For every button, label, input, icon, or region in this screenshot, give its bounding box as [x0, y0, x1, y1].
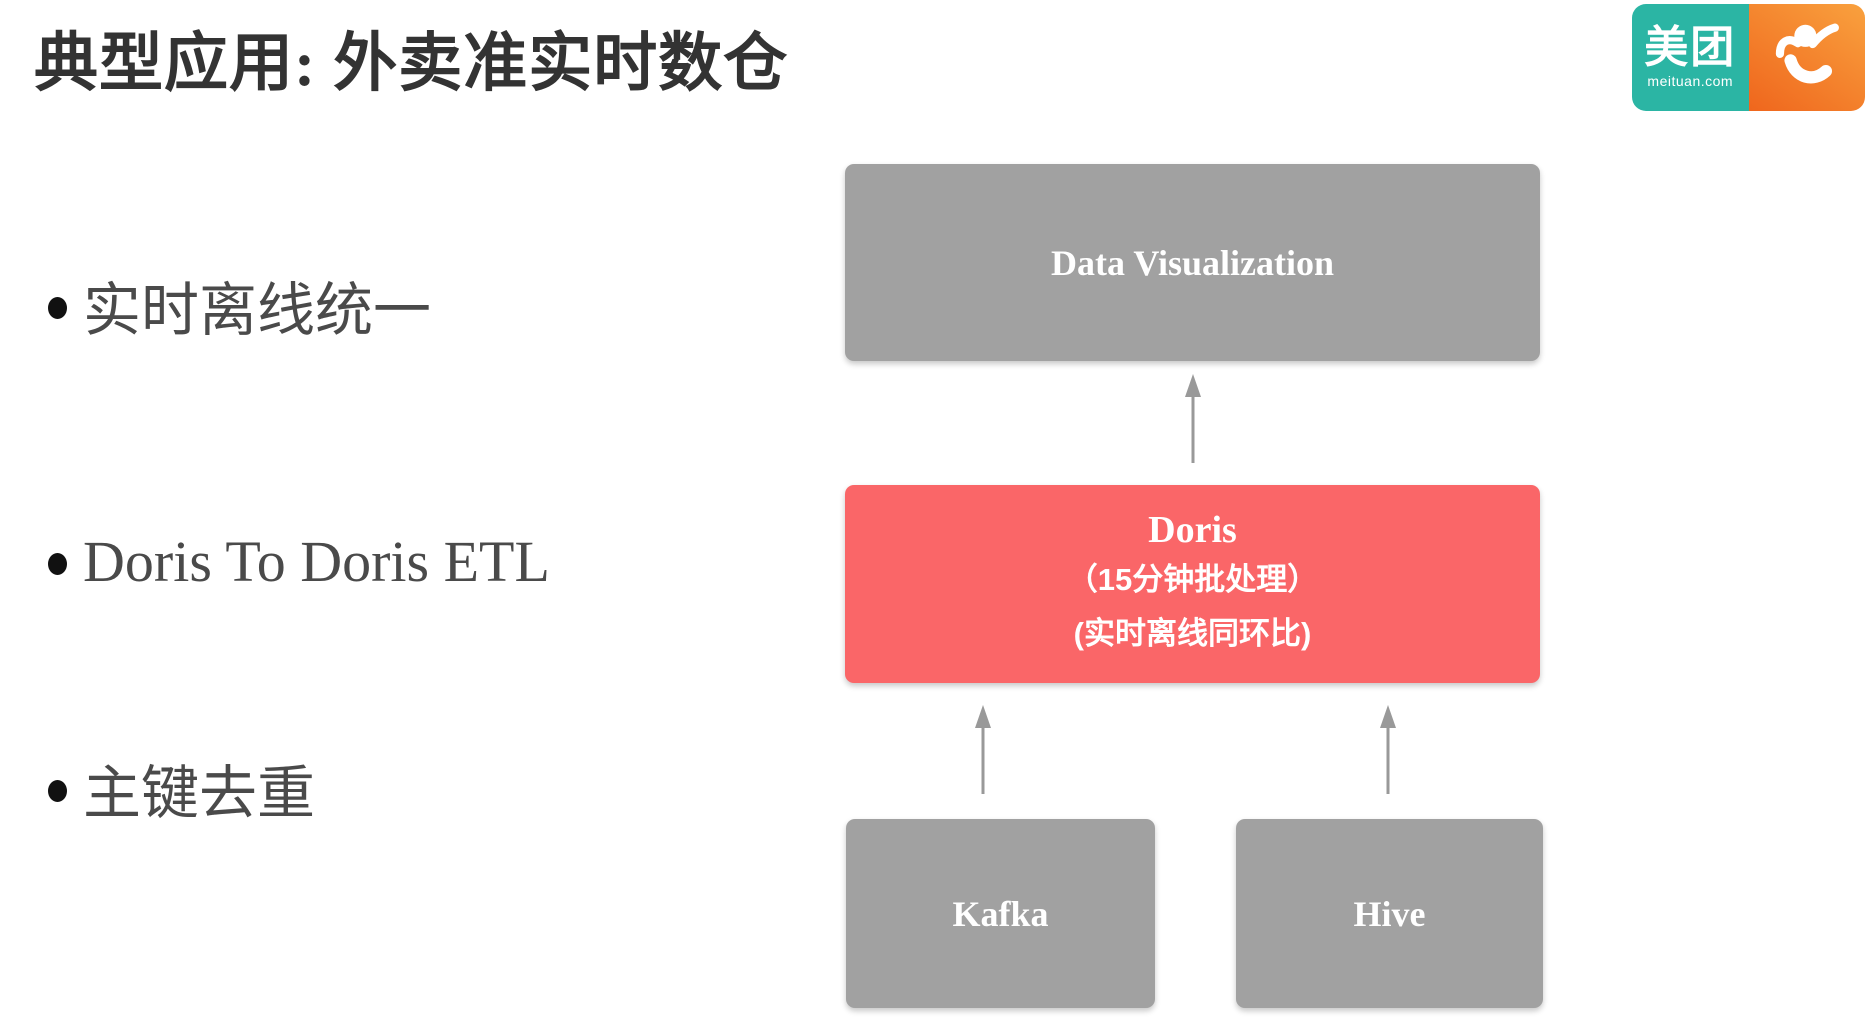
arrow-up-icon — [975, 705, 991, 794]
node-data-visualization: Data Visualization — [845, 164, 1540, 361]
meituan-logo-block: 美团 meituan.com — [1632, 4, 1749, 111]
arrow-up-icon — [1380, 705, 1396, 794]
bullet-label: 主键去重 — [83, 761, 316, 826]
page-title: 典型应用: 外卖准实时数仓 — [34, 28, 789, 99]
bullet-label: 实时离线统一 — [83, 278, 432, 343]
bullet-item-primary-key-dedup: 主键去重 — [48, 746, 315, 830]
node-label: Data Visualization — [1050, 242, 1335, 283]
bullet-marker-icon — [48, 780, 67, 802]
node-kafka: Kafka — [846, 819, 1155, 1008]
node-sublabel: （15分钟批处理） — [1066, 562, 1319, 598]
node-hive: Hive — [1236, 819, 1543, 1008]
dianping-mascot-icon — [1775, 23, 1839, 83]
meituan-dianping-logo: 美团 meituan.com — [1632, 4, 1865, 111]
bullet-label: Doris To Doris ETL — [83, 528, 550, 594]
node-sublabel: (实时离线同环比) — [1073, 615, 1312, 651]
node-doris: Doris （15分钟批处理） (实时离线同环比) — [845, 485, 1540, 683]
meituan-wordmark: 美团 — [1644, 22, 1737, 72]
dianping-logo-block — [1748, 4, 1865, 111]
arrow-up-icon — [1185, 374, 1201, 463]
node-label: Doris — [1148, 508, 1237, 551]
node-label: Kafka — [952, 893, 1049, 934]
bullet-marker-icon — [48, 553, 67, 575]
bullet-item-doris-etl: Doris To Doris ETL — [48, 519, 550, 603]
node-label: Hive — [1353, 893, 1426, 934]
bullet-marker-icon — [48, 297, 67, 319]
meituan-domain: meituan.com — [1647, 73, 1734, 90]
bullet-item-realtime-offline: 实时离线统一 — [48, 263, 431, 347]
